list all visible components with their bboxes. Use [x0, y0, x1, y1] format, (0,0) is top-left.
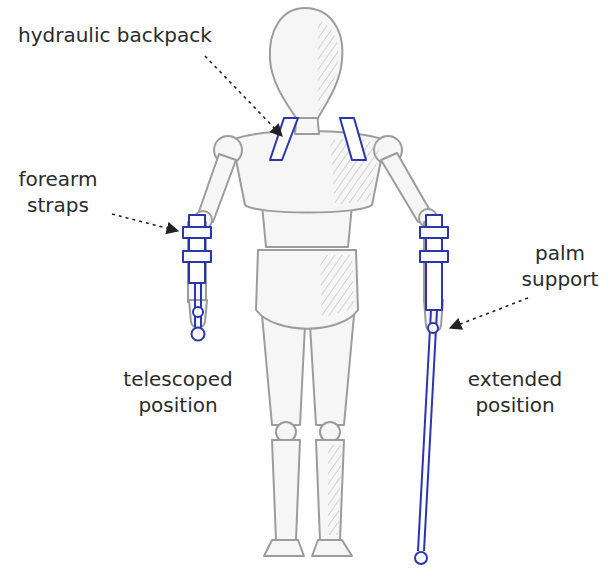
strap-tab	[183, 227, 211, 238]
head	[270, 8, 343, 118]
left-thigh	[262, 315, 305, 425]
right-shin	[316, 440, 344, 540]
strap-tab	[420, 251, 448, 262]
support-rod	[200, 283, 202, 327]
forearm-cuff	[189, 215, 205, 283]
backpack-strap	[340, 118, 366, 160]
left-shin	[272, 440, 300, 540]
backpack-strap	[270, 118, 298, 160]
leader-arrow	[450, 298, 528, 328]
leader-arrow	[112, 214, 178, 231]
part-label: forearm straps	[6, 166, 110, 218]
hatch-fill	[318, 20, 338, 112]
part-label: palm support	[512, 240, 608, 292]
strap-tab	[420, 227, 448, 238]
palm-ring	[193, 307, 203, 317]
part-label: hydraulic backpack	[18, 22, 258, 48]
leader-lines	[112, 56, 528, 328]
support-rod	[424, 310, 437, 551]
hatch-fill	[320, 255, 354, 318]
sketch-hatching	[318, 20, 380, 535]
part-label: telescoped position	[98, 366, 258, 418]
rod-foot	[192, 328, 205, 341]
right-foot	[312, 540, 352, 556]
strap-tab	[183, 251, 211, 262]
mannequin-body	[188, 8, 443, 556]
left-hand	[189, 300, 207, 328]
hatch-fill	[328, 445, 342, 535]
part-label: extended position	[440, 366, 590, 418]
leader-arrow	[205, 56, 282, 136]
palm-ring	[428, 323, 438, 333]
hydraulic-device	[183, 118, 448, 564]
support-rod	[418, 310, 431, 551]
pelvis	[256, 250, 358, 329]
right-thigh	[310, 315, 354, 425]
rod-foot	[415, 552, 427, 564]
left-foot	[264, 540, 304, 556]
support-rod	[194, 283, 196, 327]
